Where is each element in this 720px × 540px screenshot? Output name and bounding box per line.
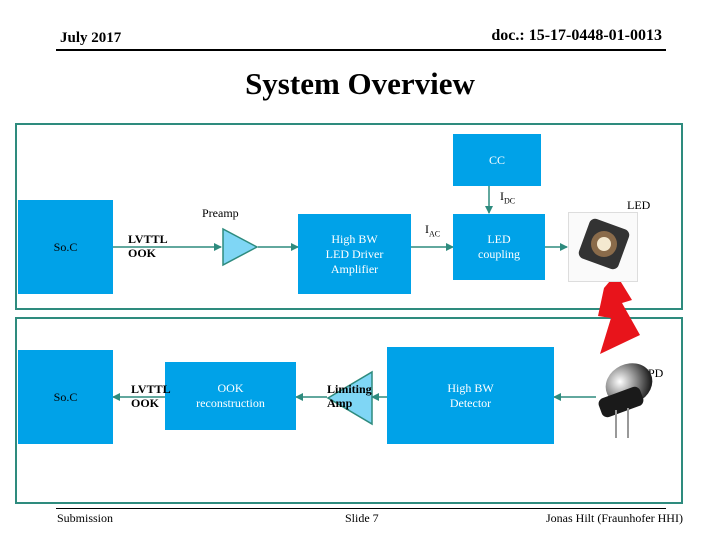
tx-coupling-block: LED coupling bbox=[453, 214, 545, 280]
footer-submission: Submission bbox=[57, 511, 114, 525]
footer-slide-number: Slide 7 bbox=[345, 511, 379, 525]
tx-led-label: LED bbox=[627, 198, 651, 212]
footer-rule bbox=[56, 508, 666, 509]
tx-signal-line1: LVTTL bbox=[128, 232, 168, 246]
tx-signal-line2: OOK bbox=[128, 246, 157, 261]
tx-soc-block: So.C bbox=[18, 200, 113, 294]
tx-idc-label: IDC bbox=[500, 189, 516, 206]
rx-detector-line1: High BW bbox=[447, 380, 494, 395]
tx-driver-line1: High BW bbox=[331, 231, 378, 246]
slide-title: System Overview bbox=[245, 66, 475, 101]
tx-coupling-line1: LED bbox=[487, 232, 511, 246]
header-date: July 2017 bbox=[60, 30, 122, 46]
tx-coupling-line2: coupling bbox=[478, 247, 520, 261]
rx-signal-line1: LVTTL bbox=[131, 382, 171, 396]
tx-cc-block: CC bbox=[453, 134, 541, 186]
tx-iac-label: IAC bbox=[425, 222, 441, 239]
rx-detector-block: High BW Detector bbox=[387, 347, 554, 444]
rx-limiting-line1: Limiting bbox=[327, 382, 372, 396]
rx-signal-line2: OOK bbox=[131, 396, 160, 411]
rx-detector-line2: Detector bbox=[449, 395, 492, 410]
rx-signal-label: LVTTL OOK bbox=[131, 382, 171, 411]
preamp-triangle bbox=[222, 227, 259, 267]
tx-signal-label: LVTTL OOK bbox=[128, 232, 168, 261]
tx-driver-line2: LED Driver bbox=[325, 246, 384, 261]
footer-author: Jonas Hilt (Fraunhofer HHI) bbox=[546, 511, 683, 525]
tx-soc-label: So.C bbox=[53, 239, 78, 254]
rx-limiting-label: Limiting Amp bbox=[327, 382, 372, 411]
rx-recon-line2: reconstruction bbox=[196, 396, 265, 410]
tx-cc-label: CC bbox=[488, 152, 505, 167]
rx-soc-block: So.C bbox=[18, 350, 113, 444]
rx-limiting-line2: Amp bbox=[327, 396, 353, 411]
rx-recon-line1: OOK bbox=[217, 381, 244, 395]
tx-preamp-label: Preamp bbox=[202, 206, 239, 220]
rx-recon-block: OOK reconstruction bbox=[165, 362, 296, 430]
lightning-icon bbox=[598, 274, 640, 354]
limiting-amp-triangle bbox=[326, 370, 373, 426]
led-icon bbox=[568, 212, 638, 282]
tx-driver-block: High BW LED Driver Amplifier bbox=[298, 214, 411, 294]
rx-soc-label: So.C bbox=[53, 389, 78, 404]
tx-driver-line3: Amplifier bbox=[330, 261, 379, 276]
photodiode-icon bbox=[595, 355, 667, 442]
header-rule bbox=[56, 49, 666, 51]
header-doc-id: doc.: 15-17-0448-01-0013 bbox=[491, 27, 662, 44]
